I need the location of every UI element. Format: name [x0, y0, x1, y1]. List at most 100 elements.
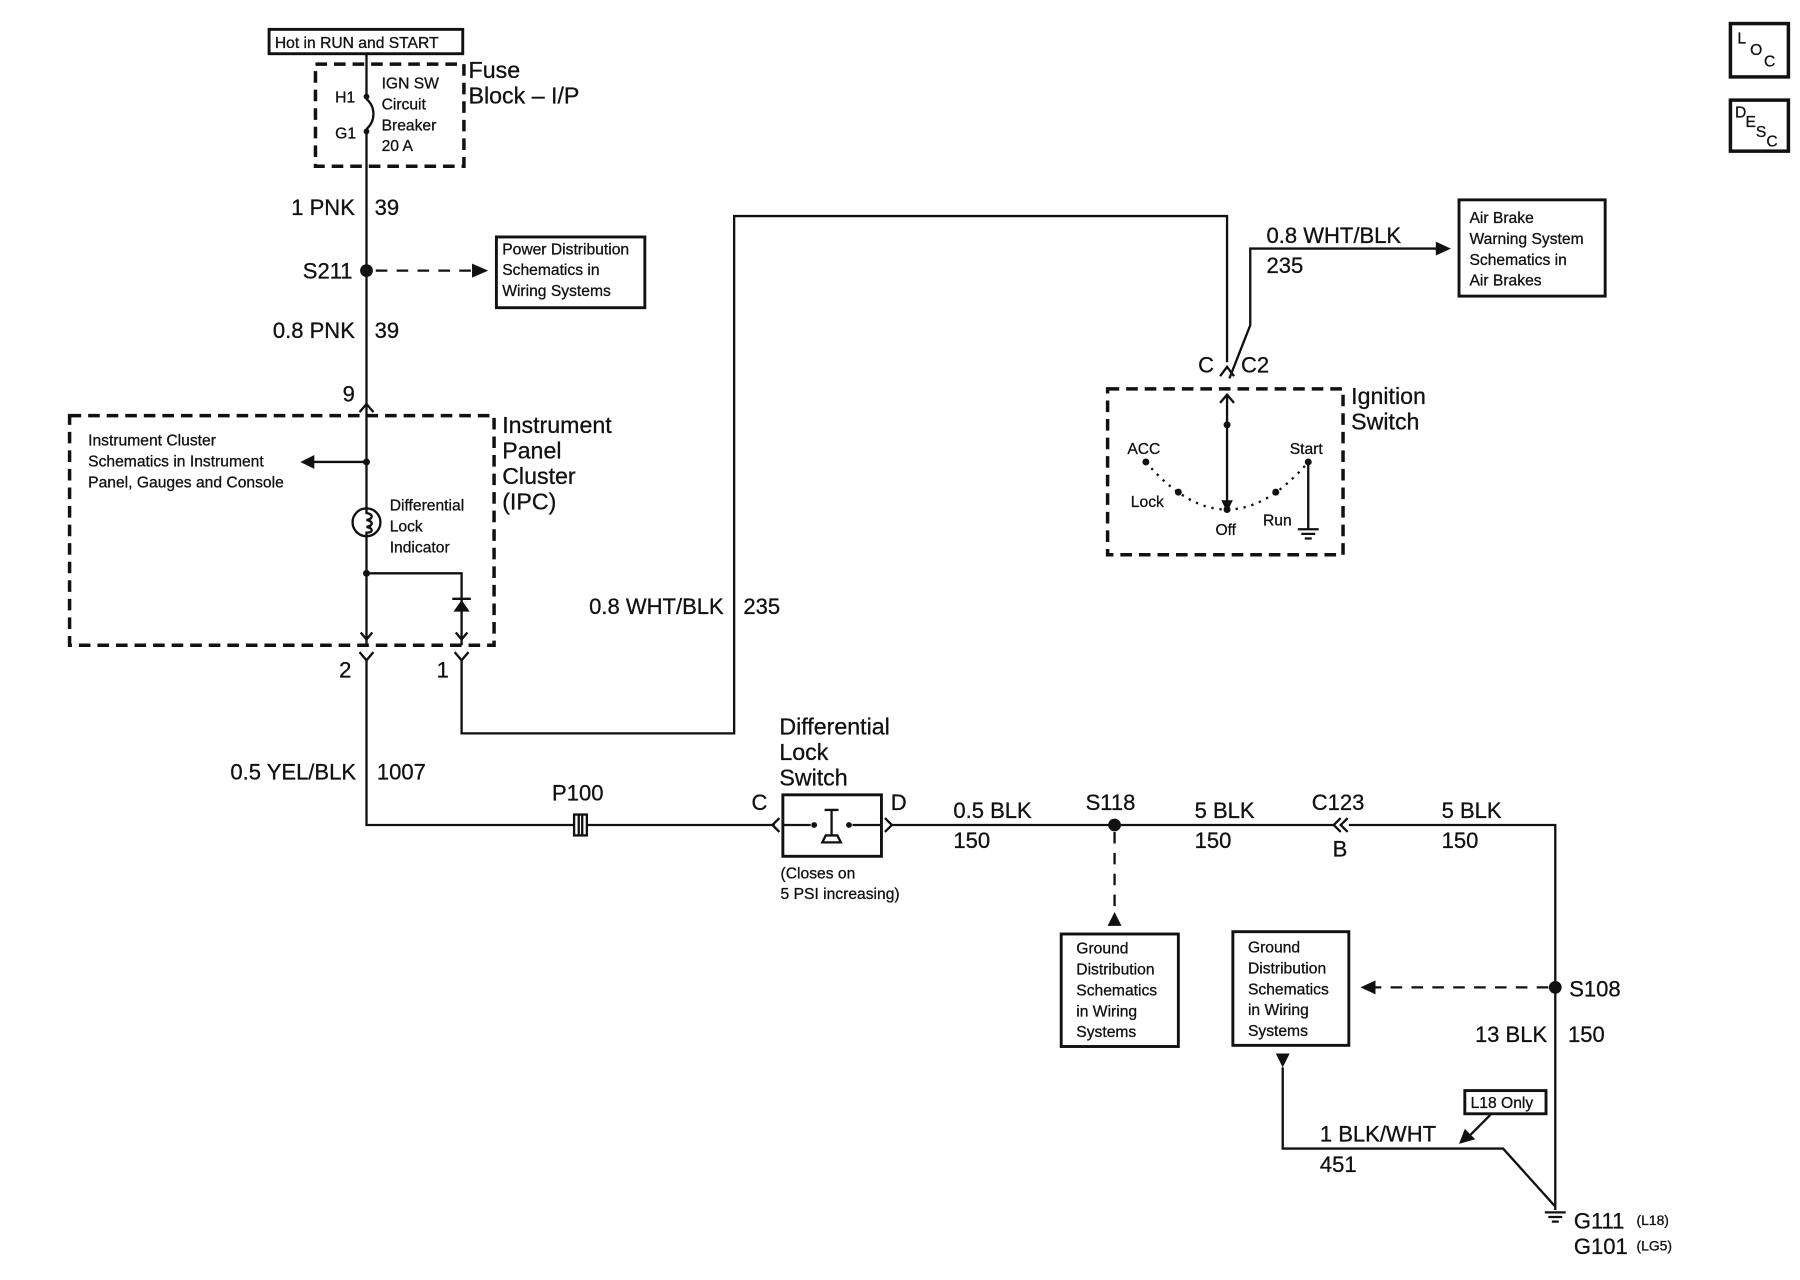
breaker-label: 20 A	[382, 138, 414, 155]
ground-g101-label: G101	[1574, 1234, 1628, 1259]
position-run-dot	[1272, 488, 1280, 496]
ignition-switch-outline	[1105, 387, 1345, 557]
diode-icon	[453, 599, 470, 612]
fuse-block-title: Fuse	[469, 57, 521, 83]
desc-letter: S	[1756, 124, 1766, 141]
instrument-cluster-reference[interactable]: Instrument Cluster Schematics in Instrum…	[88, 433, 284, 492]
ground-icon	[1544, 1211, 1566, 1223]
diff-lock-switch-title: Lock	[779, 739, 828, 765]
loc-letter: O	[1750, 42, 1762, 59]
ipc-outline	[67, 413, 496, 647]
l18-only-box	[1463, 1089, 1548, 1116]
l18-only-label: L18 Only	[1471, 1095, 1534, 1112]
c123-connector-symbol	[1332, 817, 1349, 833]
ignition-connector-label: C	[1198, 353, 1214, 378]
reference-text: Schematics	[1076, 982, 1157, 999]
g1-terminal-label: G1	[335, 125, 356, 142]
circuit-150-seg3-number: 150	[1442, 828, 1479, 853]
position-acc-label: ACC	[1127, 441, 1160, 458]
arrow-left-icon	[300, 455, 315, 469]
splice-s118-dot	[1108, 818, 1121, 832]
reference-text: Wiring Systems	[502, 283, 611, 300]
reference-text: Air Brake	[1469, 210, 1533, 227]
ipc-title: (IPC)	[502, 489, 556, 515]
fuse-block-title: Block – I/P	[469, 83, 580, 109]
circuit-235-upper-wire-label: 0.8 WHT/BLK	[1266, 223, 1401, 248]
circuit-39-upper-number: 39	[375, 195, 400, 220]
arrow-left-icon	[1360, 980, 1376, 995]
circuit-235-lower-number: 235	[743, 594, 780, 619]
switch-terminal-d-label: D	[891, 790, 907, 815]
reference-text[interactable]: Panel, Gauges and Console	[88, 474, 284, 491]
reference-text: Systems	[1076, 1024, 1136, 1041]
pin-1-inner-symbol	[454, 631, 469, 642]
reference-text: Air Brakes	[1469, 273, 1541, 290]
lamp-filament-icon	[365, 508, 373, 537]
circuit-1007-wire-label: 0.5 YEL/BLK	[230, 760, 356, 785]
circuit-150-ground-wire	[1348, 823, 1557, 1211]
reference-text: Schematics in	[502, 262, 599, 279]
switch-note: 5 PSI increasing)	[781, 886, 900, 903]
desc-button[interactable]: D E S C	[1728, 98, 1791, 153]
air-brake-reference[interactable]: Air Brake Warning System Schematics in A…	[1457, 198, 1607, 298]
desc-button-frame[interactable]	[1728, 98, 1791, 153]
air-brake-reference-box[interactable]	[1457, 198, 1607, 298]
ignition-inner-connector-symbol	[1219, 392, 1235, 404]
ignition-switch-title: Ignition	[1351, 383, 1426, 409]
ipc-pin-9-label: 9	[343, 382, 355, 407]
reference-text: Ground	[1076, 941, 1128, 958]
power-distribution-reference[interactable]: Power Distribution Schematics in Wiring …	[494, 235, 647, 310]
breaker-label: IGN SW	[382, 76, 440, 93]
indicator-label: Differential	[390, 498, 464, 515]
arrow-right-icon	[1435, 241, 1451, 256]
switch-note: (Closes on	[781, 865, 856, 882]
arrow-right-icon	[472, 263, 489, 278]
hot-in-run-start-label: Hot in RUN and START	[275, 35, 439, 52]
circuit-451-wire	[1281, 1067, 1557, 1208]
indicator-label: Lock	[390, 519, 423, 536]
ground-g111-option: (L18)	[1636, 1212, 1668, 1228]
loc-button-frame[interactable]	[1728, 21, 1791, 79]
ignition-wiper-dot	[1223, 421, 1231, 429]
position-off-label: Off	[1215, 522, 1236, 539]
pin-2-inner-symbol	[359, 631, 374, 642]
splice-s108-dot	[1548, 980, 1562, 994]
splice-s211-dot	[360, 264, 373, 277]
ipc-title: Cluster	[502, 463, 576, 489]
desc-letter: E	[1745, 114, 1755, 131]
ground-reference-box[interactable]	[1059, 932, 1180, 1048]
position-run-label: Run	[1263, 513, 1292, 530]
circuit-150-seg1-wire-label: 0.5 BLK	[953, 798, 1032, 823]
circuit-breaker-symbol	[365, 98, 375, 130]
position-lock-dot	[1174, 488, 1182, 496]
breaker-label: Circuit	[382, 96, 427, 113]
reference-text: Schematics	[1248, 981, 1329, 998]
reference-text: Distribution	[1076, 962, 1154, 979]
l18-pointer-line	[1469, 1114, 1492, 1136]
circuit-150-seg2-number: 150	[1195, 828, 1232, 853]
ground-distribution-reference-s118[interactable]: Ground Distribution Schematics in Wiring…	[1059, 932, 1180, 1048]
reference-text[interactable]: Schematics in Instrument	[88, 453, 265, 471]
loc-button[interactable]: L O C	[1728, 21, 1791, 79]
loc-letter: L	[1737, 30, 1746, 47]
pressure-switch-icon	[820, 808, 843, 844]
switch-terminal-c-label: C	[752, 790, 768, 815]
ignition-switch-title: Switch	[1351, 408, 1419, 434]
switch-contact-right	[846, 822, 852, 828]
reference-text: in Wiring	[1076, 1003, 1137, 1020]
ipc-title: Panel	[502, 437, 561, 463]
reference-text: Distribution	[1248, 960, 1326, 977]
ground-reference-box[interactable]	[1231, 930, 1351, 1047]
circuit-235-wire	[460, 214, 1229, 735]
circuit-39-upper-wire-label: 1 PNK	[291, 195, 355, 220]
power-distribution-reference-box[interactable]	[494, 235, 647, 310]
ground-distribution-reference-s108[interactable]: Ground Distribution Schematics in Wiring…	[1231, 930, 1351, 1047]
arrow-down-icon	[1275, 1053, 1290, 1068]
circuit-451-number: 451	[1320, 1152, 1357, 1177]
arrow-up-icon	[1107, 911, 1122, 926]
reference-text[interactable]: Instrument Cluster	[88, 433, 216, 450]
reference-text: Warning System	[1469, 231, 1583, 248]
circuit-39-lower-wire-label: 0.8 PNK	[273, 318, 355, 343]
